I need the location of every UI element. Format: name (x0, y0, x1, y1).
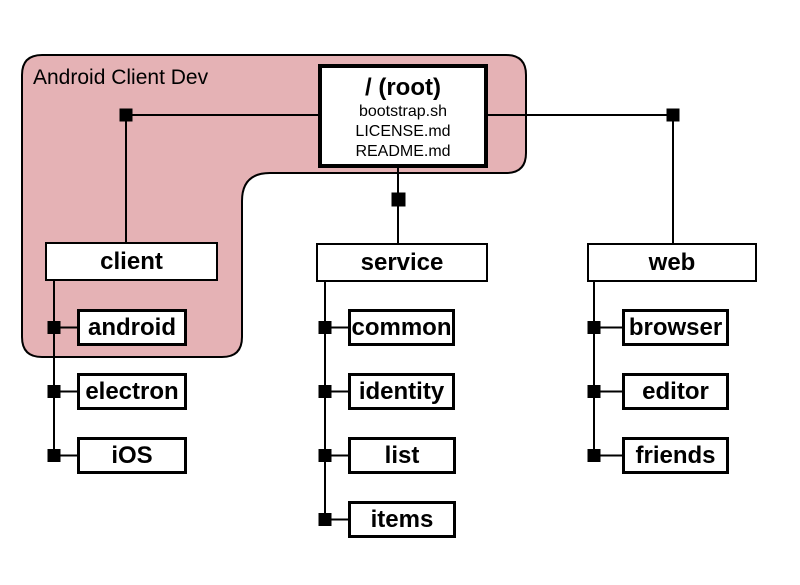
region-label: Android Client Dev (33, 66, 209, 89)
marker-identity (318, 385, 332, 398)
node-service-label: service (360, 248, 444, 276)
node-list-label: list (384, 441, 420, 469)
node-common-label: common (351, 313, 452, 341)
node-common[interactable]: common (348, 309, 455, 346)
marker-electron (47, 385, 61, 398)
node-browser-label: browser (628, 313, 723, 341)
marker-editor (587, 385, 601, 398)
node-android-label: android (88, 313, 176, 341)
root-file: bootstrap.sh (358, 103, 448, 120)
marker-list (318, 449, 332, 462)
node-identity[interactable]: identity (348, 373, 455, 410)
node-android[interactable]: android (77, 309, 187, 346)
marker-ios (47, 449, 61, 462)
marker-common (318, 321, 332, 334)
node-editor-label: editor (642, 377, 709, 405)
node-friends[interactable]: friends (622, 437, 729, 474)
node-friends-label: friends (635, 441, 716, 469)
node-ios[interactable]: iOS (77, 437, 187, 474)
marker-service-top (391, 192, 406, 207)
marker-friends (587, 449, 601, 462)
marker-client-top (119, 108, 133, 122)
node-root[interactable]: / (root) bootstrap.sh LICENSE.md README.… (318, 64, 488, 168)
root-file: LICENSE.md (355, 123, 451, 140)
node-identity-label: identity (358, 377, 445, 405)
marker-android (47, 321, 61, 334)
root-title: / (root) (365, 74, 441, 101)
node-items-label: items (370, 505, 434, 533)
node-client[interactable]: client (45, 242, 218, 281)
marker-browser (587, 321, 601, 334)
node-electron-label: electron (85, 377, 179, 405)
node-service[interactable]: service (316, 243, 488, 282)
node-list[interactable]: list (348, 437, 456, 474)
node-items[interactable]: items (348, 501, 456, 538)
marker-web-top (666, 108, 680, 122)
marker-items (318, 513, 332, 526)
node-electron[interactable]: electron (77, 373, 187, 410)
node-web[interactable]: web (587, 243, 757, 282)
node-ios-label: iOS (111, 441, 153, 469)
node-editor[interactable]: editor (622, 373, 729, 410)
node-client-label: client (100, 247, 163, 275)
node-web-label: web (648, 248, 696, 276)
node-browser[interactable]: browser (622, 309, 729, 346)
root-file: README.md (355, 143, 451, 160)
